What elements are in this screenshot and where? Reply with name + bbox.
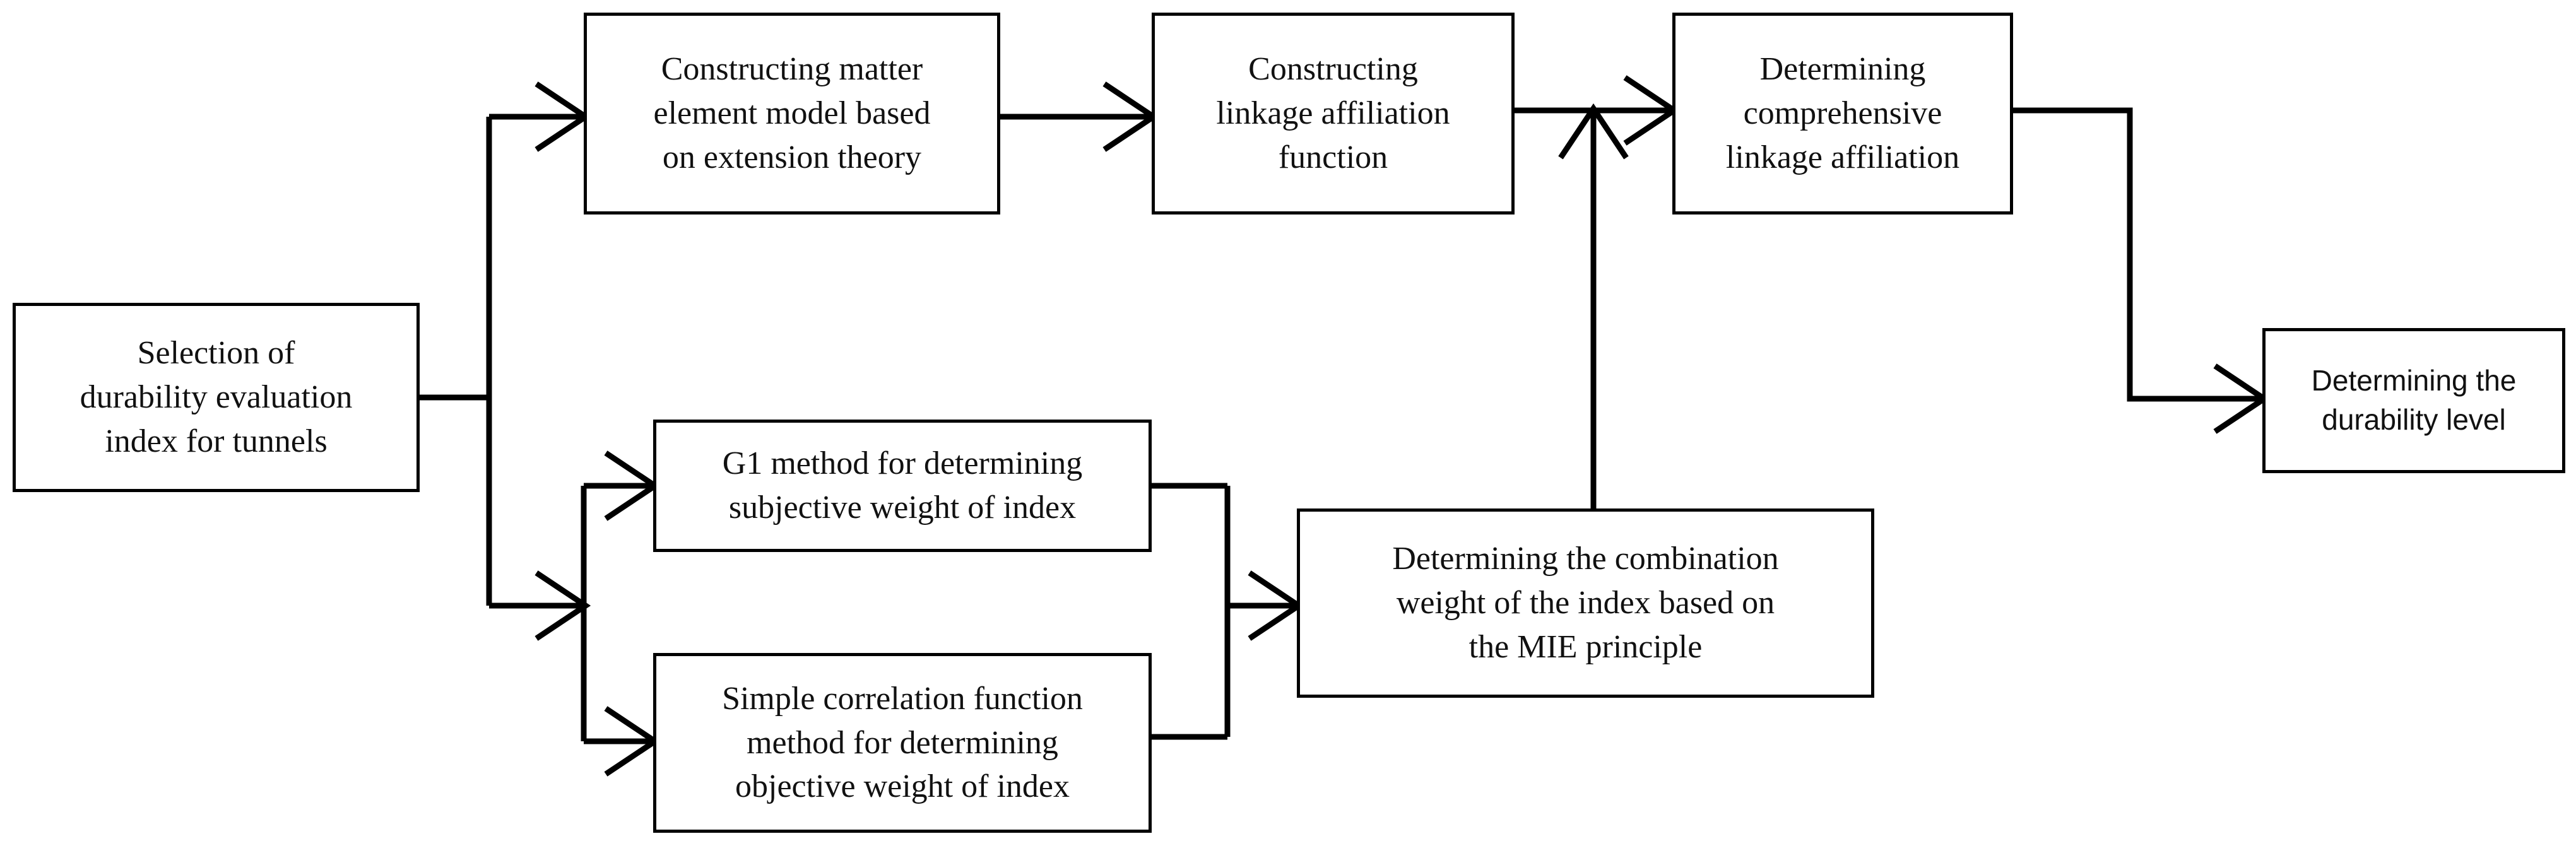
node-matter-element-label: Constructing matter element model based … — [653, 51, 931, 175]
arrowhead-lower-split — [535, 570, 591, 641]
node-combination-weight[interactable]: Determining the combination weight of th… — [1297, 508, 1874, 698]
node-combination-weight-label: Determining the combination weight of th… — [1392, 541, 1779, 665]
node-matter-element[interactable]: Constructing matter element model based … — [584, 13, 1000, 214]
node-durability-level[interactable]: Determining the durability level — [2262, 328, 2565, 473]
node-selection-label: Selection of durability evaluation index… — [80, 335, 353, 459]
arrowhead-combination-weight — [1248, 570, 1304, 641]
node-comprehensive-linkage-label: Determining comprehensive linkage affili… — [1725, 51, 1960, 175]
node-simple-correlation[interactable]: Simple correlation function method for d… — [653, 653, 1152, 833]
node-g1-method[interactable]: G1 method for determining subjective wei… — [653, 420, 1152, 552]
node-simple-correlation-label: Simple correlation function method for d… — [722, 680, 1083, 805]
arrowhead-up-to-comprehensive — [1558, 103, 1629, 160]
arrowhead-comprehensive-linkage — [1623, 75, 1680, 146]
arrowhead-linkage-function — [1102, 81, 1159, 152]
edge-comprehensive-to-durability — [2013, 107, 2262, 402]
arrowhead-durability-level — [2213, 363, 2270, 434]
node-linkage-function-label: Constructing linkage affiliation functio… — [1216, 51, 1450, 175]
node-durability-level-label: Determining the durability level — [2311, 364, 2517, 436]
node-linkage-function[interactable]: Constructing linkage affiliation functio… — [1152, 13, 1515, 214]
node-selection[interactable]: Selection of durability evaluation index… — [13, 303, 420, 492]
arrowhead-simple-correlation — [604, 706, 661, 777]
arrowhead-matter-element — [535, 81, 591, 152]
node-g1-method-label: G1 method for determining subjective wei… — [722, 445, 1083, 526]
node-comprehensive-linkage[interactable]: Determining comprehensive linkage affili… — [1672, 13, 2013, 214]
arrowhead-g1-method — [604, 450, 661, 521]
